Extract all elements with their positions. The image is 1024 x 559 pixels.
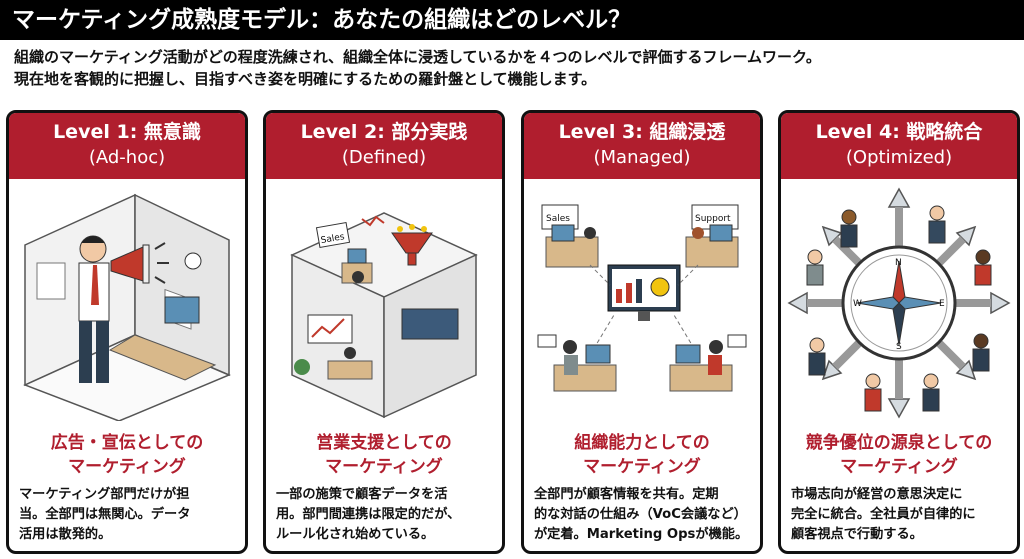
level-subtitle-line-2: マーケティング bbox=[68, 457, 186, 477]
level-title: Level 4: 戦略統合 bbox=[815, 121, 983, 143]
level-english-name: (Ad-hoc) bbox=[88, 147, 166, 168]
level-description-line-1: 一部の施策で顧客データを活 bbox=[276, 487, 448, 502]
sales-funnel-illustration: Sales bbox=[290, 212, 478, 419]
level-subtitle: 営業支援としての マーケティング bbox=[266, 431, 502, 479]
level-card-header: Level 1: 無意識 (Ad-hoc) bbox=[9, 113, 245, 179]
level-card-1: Level 1: 無意識 (Ad-hoc) 広告・宣伝としての マーケティング … bbox=[6, 110, 248, 554]
level-subtitle-line-1: 広告・宣伝としての bbox=[50, 433, 204, 453]
sales-sign: Sales bbox=[320, 232, 346, 246]
level-card-3: Level 3: 組織浸透 (Managed) Sales Support 組織… bbox=[521, 110, 763, 554]
level-english-name: (Optimized) bbox=[845, 147, 953, 168]
intro-line-2: 現在地を客観的に把握し、目指すべき姿を明確にするための羅針盤として機能します。 bbox=[14, 70, 597, 88]
compass-north-label: N bbox=[895, 258, 902, 268]
support-sign: Support bbox=[695, 214, 731, 224]
megaphone-office-illustration bbox=[23, 193, 231, 421]
level-card-header: Level 4: 戦略統合 (Optimized) bbox=[781, 113, 1017, 179]
level-description-line-3: ルール化され始めている。 bbox=[276, 527, 435, 542]
level-card-2: Level 2: 部分実践 (Defined) Sales 営業支援としての マ… bbox=[263, 110, 505, 554]
level-title: Level 2: 部分実践 bbox=[300, 121, 468, 143]
level-subtitle-line-2: マーケティング bbox=[583, 457, 701, 477]
level-title: Level 1: 無意識 bbox=[53, 121, 201, 143]
level-description: 市場志向が経営の意思決定に 完全に統合。全社員が自律的に 顧客視点で行動する。 bbox=[791, 485, 1013, 545]
level-card-header: Level 3: 組織浸透 (Managed) bbox=[524, 113, 760, 179]
intro-text: 組織のマーケティング活動がどの程度洗練され、組織全体に浸透しているかを４つのレベ… bbox=[14, 46, 1014, 90]
shared-dashboard-illustration: Sales Support bbox=[537, 204, 747, 392]
level-subtitle-line-1: 営業支援としての bbox=[316, 433, 452, 453]
level-description-line-2: 当。全部門は無関心。データ bbox=[19, 507, 191, 522]
level-subtitle: 組織能力としての マーケティング bbox=[524, 431, 760, 479]
compass-south-label: S bbox=[896, 342, 902, 352]
level-description-line-2: 用。部門間連携は限定的だが、 bbox=[276, 507, 461, 522]
level-subtitle-line-1: 競争優位の源泉としての bbox=[805, 433, 993, 453]
compass-west-label: W bbox=[853, 299, 862, 309]
level-subtitle-line-2: マーケティング bbox=[325, 457, 443, 477]
level-description-line-3: が定着。Marketing Opsが機能。 bbox=[534, 527, 749, 542]
level-description: マーケティング部門だけが担 当。全部門は無関心。データ 活用は散発的。 bbox=[19, 485, 241, 545]
compass-illustration: N S E W bbox=[787, 187, 1011, 419]
level-description-line-3: 顧客視点で行動する。 bbox=[791, 527, 923, 542]
level-description-line-3: 活用は散発的。 bbox=[19, 527, 112, 542]
sales-sign: Sales bbox=[546, 214, 570, 224]
level-description: 全部門が顧客情報を共有。定期 的な対話の仕組み（VoC会議など） が定着。Mar… bbox=[534, 485, 756, 545]
level-english-name: (Defined) bbox=[341, 147, 427, 168]
level-description-line-1: 市場志向が経営の意思決定に bbox=[791, 487, 963, 502]
level-description-line-2: 的な対話の仕組み（VoC会議など） bbox=[534, 507, 747, 522]
level-subtitle: 競争優位の源泉としての マーケティング bbox=[781, 431, 1017, 479]
level-title: Level 3: 組織浸透 bbox=[558, 121, 726, 143]
level-subtitle-line-1: 組織能力としての bbox=[574, 433, 710, 453]
level-description-line-1: マーケティング部門だけが担 bbox=[19, 487, 190, 502]
level-subtitle: 広告・宣伝としての マーケティング bbox=[9, 431, 245, 479]
level-subtitle-line-2: マーケティング bbox=[840, 457, 958, 477]
intro-line-1: 組織のマーケティング活動がどの程度洗練され、組織全体に浸透しているかを４つのレベ… bbox=[14, 48, 821, 66]
page-title: マーケティング成熟度モデル：あなたの組織はどのレベル？ bbox=[0, 0, 1024, 40]
level-english-name: (Managed) bbox=[593, 147, 691, 168]
level-description: 一部の施策で顧客データを活 用。部門間連携は限定的だが、 ルール化され始めている… bbox=[276, 485, 498, 545]
compass-east-label: E bbox=[939, 299, 945, 309]
level-description-line-2: 完全に統合。全社員が自律的に bbox=[791, 507, 976, 522]
level-card-header: Level 2: 部分実践 (Defined) bbox=[266, 113, 502, 179]
level-card-4: Level 4: 戦略統合 (Optimized) N S E W bbox=[778, 110, 1020, 554]
level-description-line-1: 全部門が顧客情報を共有。定期 bbox=[534, 487, 719, 502]
